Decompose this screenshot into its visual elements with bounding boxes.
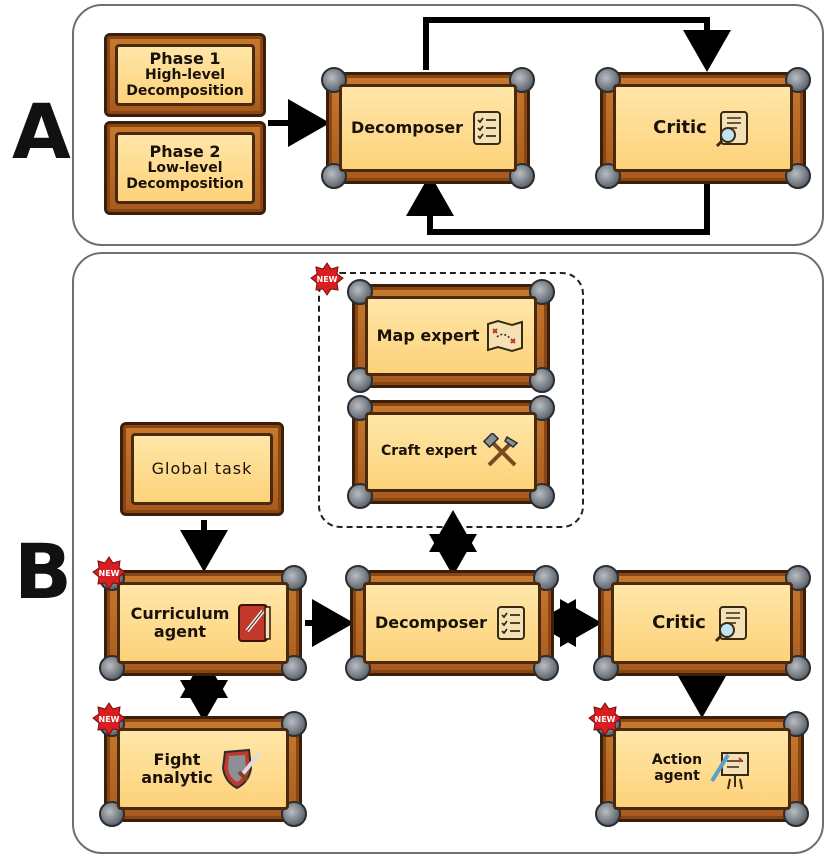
crossed-tools-icon <box>482 433 519 467</box>
global-task-box: Global task <box>120 422 284 516</box>
curriculum-agent-label: Curriculum agent <box>130 604 230 641</box>
a-decomposer-box: Decomposer <box>321 67 535 189</box>
map-expert-label: Map expert <box>376 326 480 346</box>
scroll-magnifier-icon <box>715 111 748 148</box>
scroll-magnifier-icon <box>714 606 747 643</box>
global-task-label: Global task <box>151 459 253 479</box>
action-agent-label: Action agent <box>651 752 703 784</box>
map-expert-box: Map expert <box>347 279 555 393</box>
arrow-decomposer-to-critic <box>423 17 731 72</box>
svg-text:NEW: NEW <box>595 715 616 724</box>
phase2-title: Phase 2 <box>149 142 221 162</box>
svg-text:NEW: NEW <box>317 275 338 284</box>
phase2-box: Phase 2 Low-level Decomposition <box>104 121 266 215</box>
phase2-line3: Decomposition <box>126 175 244 192</box>
new-badge-fight: NEW <box>92 702 126 736</box>
a-decomposer-label: Decomposer <box>351 118 463 138</box>
craft-expert-box: Craft expert <box>347 395 555 509</box>
a-critic-box: Critic <box>595 67 811 189</box>
scroll-checklist-icon <box>473 111 501 145</box>
shield-sword-icon <box>221 748 261 790</box>
easel-pen-icon <box>710 752 750 790</box>
scroll-checklist-icon <box>497 606 525 640</box>
new-badge-experts: NEW <box>310 262 344 296</box>
phase1-line2: High-level <box>144 67 226 84</box>
arrow-critic-to-decomposer <box>406 174 710 235</box>
b-decomposer-box: Decomposer <box>345 565 559 681</box>
map-icon <box>487 319 524 353</box>
new-badge-action: NEW <box>588 702 622 736</box>
book-quill-icon <box>238 604 272 642</box>
craft-expert-label: Craft expert <box>381 443 477 460</box>
b-critic-box: Critic <box>593 565 811 681</box>
panel-b-letter: B <box>14 527 72 616</box>
fight-analytic-box: Fight analytic <box>99 711 307 827</box>
action-agent-box: Action agent <box>595 711 809 827</box>
phase1-box: Phase 1 High-level Decomposition <box>104 33 266 117</box>
phase1-line3: Decomposition <box>126 82 244 99</box>
b-critic-label: Critic <box>652 611 706 633</box>
svg-text:NEW: NEW <box>99 715 120 724</box>
a-critic-label: Critic <box>653 116 707 138</box>
new-badge-curriculum: NEW <box>92 556 126 590</box>
fight-analytic-label: Fight analytic <box>141 750 213 787</box>
panel-a-letter: A <box>12 87 71 176</box>
b-decomposer-label: Decomposer <box>375 613 487 633</box>
curriculum-agent-box: Curriculum agent <box>99 565 307 681</box>
phase2-line2: Low-level <box>147 160 223 177</box>
svg-text:NEW: NEW <box>99 569 120 578</box>
phase1-title: Phase 1 <box>149 49 221 69</box>
